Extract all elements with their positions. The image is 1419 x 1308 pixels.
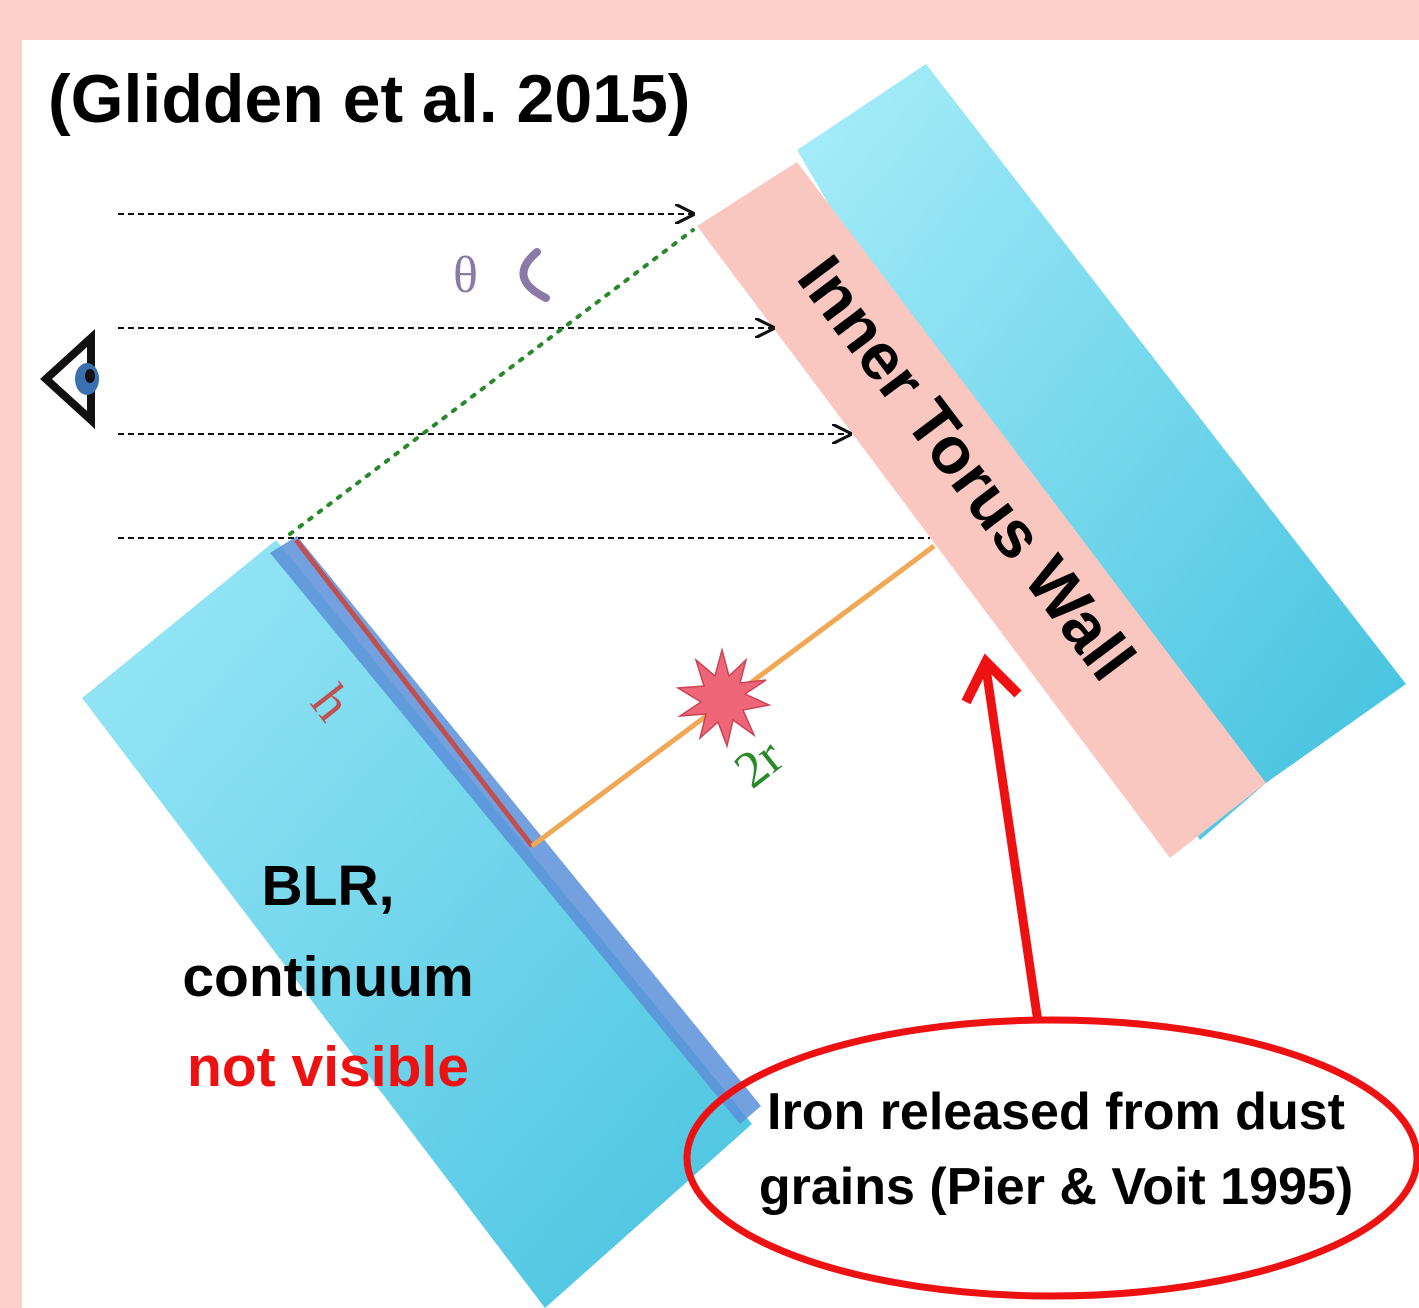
inner-torus-wall-band [697,162,1266,858]
callout-arrow-shaft [981,667,1043,1023]
blr-label-line3: not visible [187,1035,469,1099]
callout-line2: grains (Pier & Voit 1995) [759,1158,1353,1216]
blr-label-line2: continuum [182,945,473,1009]
callout-line1: Iron released from dust [767,1083,1345,1141]
theta-label: θ [453,247,478,304]
blr-label-line1: BLR, [262,854,395,918]
central-source-star-icon [675,647,772,749]
callout-arrow-head [961,653,1022,705]
theta-arc [519,248,550,302]
height-line [294,538,534,848]
lower-torus-block [82,540,752,1308]
callout-ellipse [683,1016,1419,1300]
upper-torus-block [797,64,1406,840]
sightline-dotted [288,228,695,536]
citation-title: (Glidden et al. 2015) [48,61,690,137]
lower-torus-edge [270,536,761,1124]
eye-icon [40,328,99,430]
